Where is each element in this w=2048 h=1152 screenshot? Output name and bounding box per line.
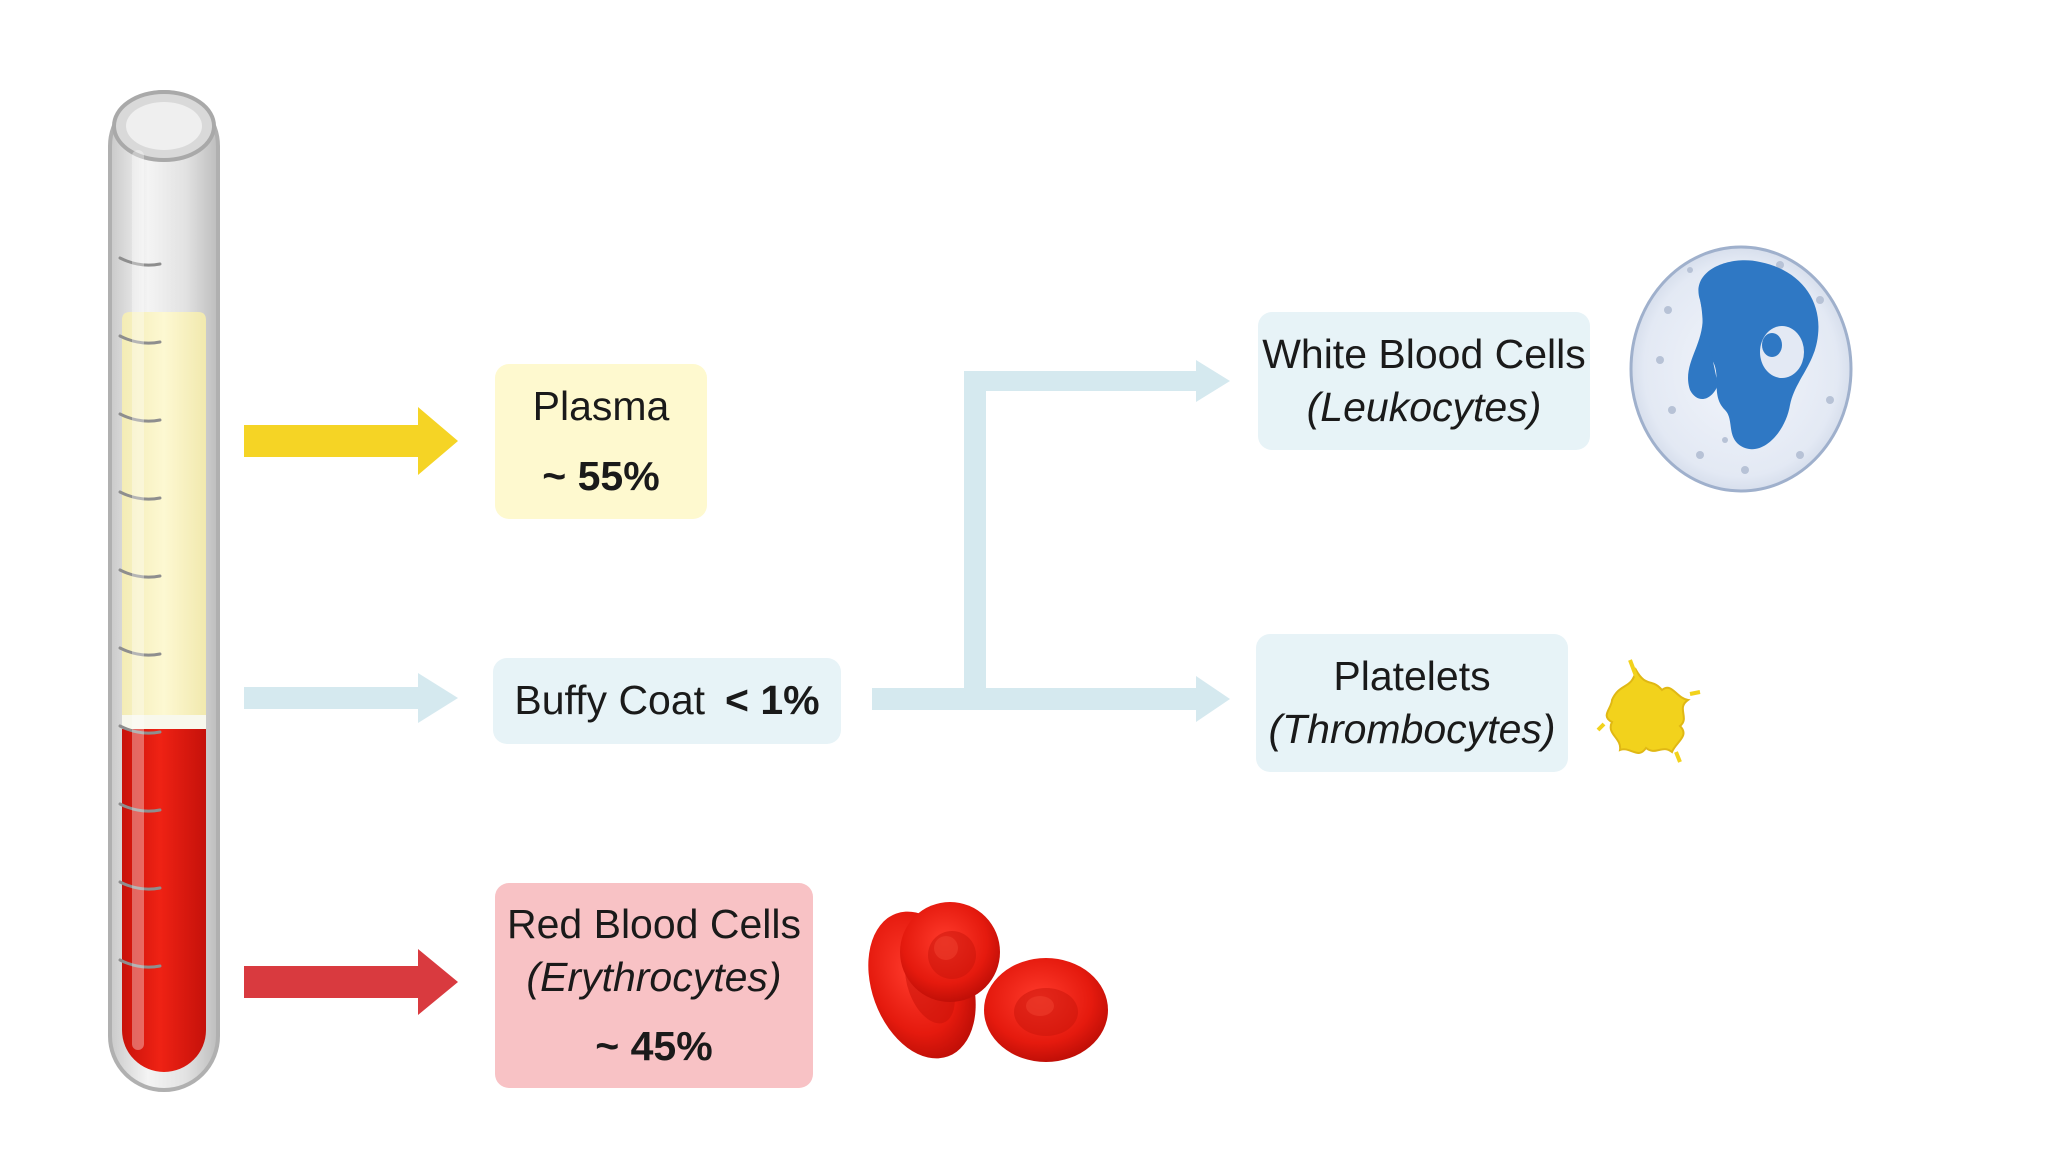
platelets-label-box: Platelets (Thrombocytes) [1256, 634, 1568, 772]
plasma-arrow [244, 407, 458, 475]
tube-opening-inner [126, 102, 202, 150]
platelets-name: Platelets [1333, 652, 1491, 699]
plasma-label-box: Plasma ~ 55% [495, 364, 707, 519]
red-blood-cells-arrow [244, 949, 458, 1015]
plasma-percent: ~ 55% [542, 452, 660, 499]
platelet-illustration [1596, 659, 1701, 763]
tube-plasma-layer [122, 312, 206, 722]
red-blood-cells-illustration [868, 902, 1108, 1062]
test-tube [108, 90, 220, 1092]
white-blood-cells-label-box: White Blood Cells (Leukocytes) [1258, 312, 1590, 450]
rbc-cell-2 [900, 902, 1000, 1002]
tube-red-cell-layer [122, 729, 206, 1072]
buffy-coat-name: Buffy Coat [514, 677, 706, 724]
rbc-cell-3 [984, 958, 1108, 1062]
plasma-name: Plasma [532, 383, 670, 430]
red-blood-cells-label-box: Red Blood Cells (Erythrocytes) ~ 45% [495, 883, 813, 1088]
branch-trunk [872, 688, 1198, 710]
branch-arrowhead-platelets [1196, 676, 1230, 722]
branch-vertical [964, 371, 986, 699]
branch-connector [872, 360, 1230, 722]
buffy-coat-label-box: Buffy Coat < 1% [493, 658, 841, 744]
tube-highlight [132, 150, 144, 1050]
red-blood-cells-name: Red Blood Cells [507, 900, 801, 947]
white-blood-cell-illustration [1629, 245, 1853, 493]
red-blood-cells-scientific: (Erythrocytes) [526, 953, 782, 1000]
tube-graduation-marks [118, 256, 162, 969]
red-blood-cells-percent: ~ 45% [595, 1023, 713, 1070]
buffy-coat-percent: < 1% [725, 677, 820, 724]
buffy-coat-arrow [244, 673, 458, 723]
branch-arrowhead-white-cells [1196, 360, 1230, 402]
platelets-scientific: (Thrombocytes) [1268, 706, 1556, 752]
white-blood-cells-scientific: (Leukocytes) [1306, 384, 1542, 430]
branch-top [964, 371, 1198, 391]
tube-buffy-layer [122, 715, 206, 729]
white-blood-cells-name: White Blood Cells [1262, 330, 1586, 377]
